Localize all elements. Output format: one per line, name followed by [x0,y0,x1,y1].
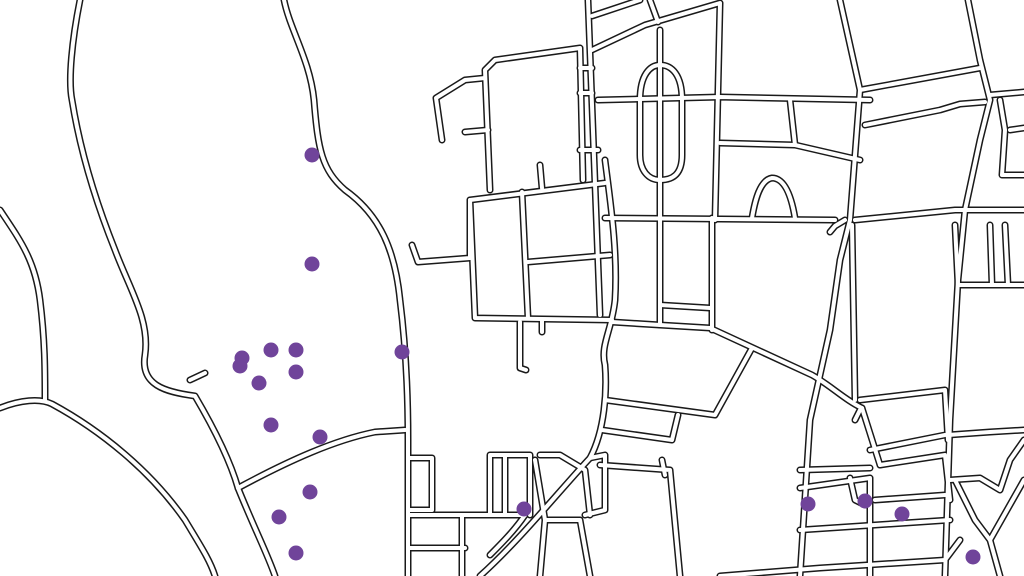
location-marker[interactable] [857,493,873,509]
location-marker[interactable] [965,549,981,565]
marker-layer [232,147,981,565]
location-marker[interactable] [304,256,320,272]
location-marker[interactable] [800,496,816,512]
location-marker[interactable] [302,484,318,500]
location-marker[interactable] [288,545,304,561]
location-marker[interactable] [263,417,279,433]
location-marker[interactable] [304,147,320,163]
location-marker[interactable] [394,344,410,360]
location-marker[interactable] [271,509,287,525]
location-marker[interactable] [232,358,248,374]
location-marker[interactable] [894,506,910,522]
location-marker[interactable] [263,342,279,358]
location-marker[interactable] [251,375,267,391]
location-marker[interactable] [312,429,328,445]
location-marker[interactable] [288,364,304,380]
location-marker[interactable] [516,501,532,517]
location-marker[interactable] [288,342,304,358]
